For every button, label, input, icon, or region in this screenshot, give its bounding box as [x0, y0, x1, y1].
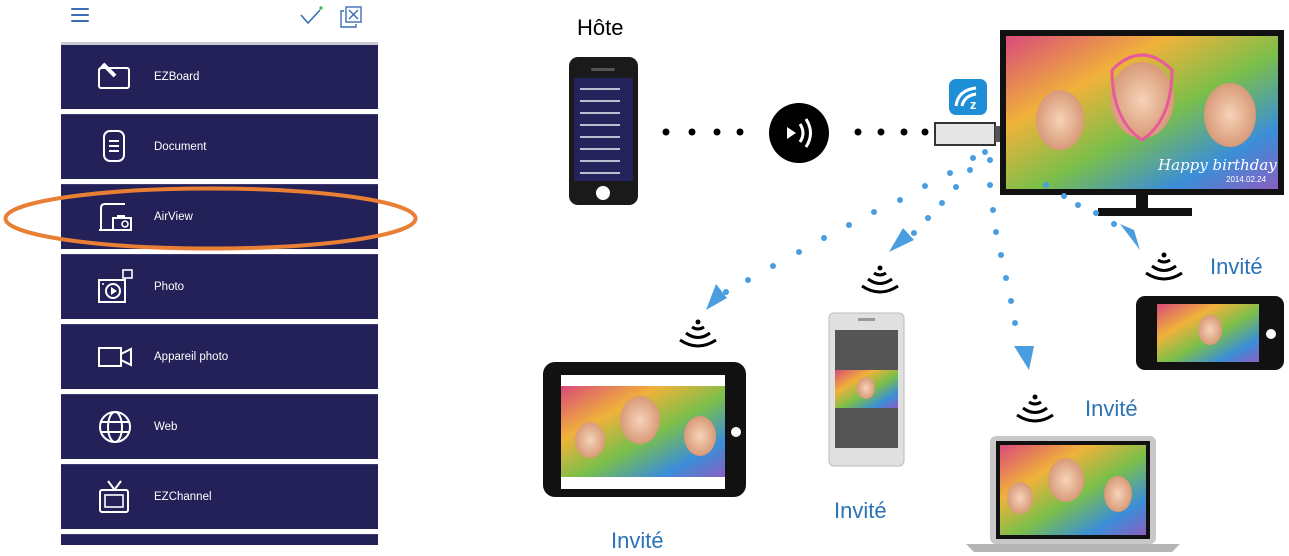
menu-item-label: EZChannel [154, 491, 212, 503]
ezboard-icon [98, 62, 130, 89]
menu-item-label: Web [154, 421, 178, 433]
ezcast-app-icon: z [949, 79, 987, 115]
menu-item-ezchannel[interactable]: EZChannel [61, 464, 378, 529]
menu-item-photo[interactable]: Photo [61, 254, 378, 319]
menu-item-document[interactable]: Document [61, 114, 378, 179]
guest-android-phone-image [828, 312, 905, 467]
host-connection-dots [662, 128, 929, 136]
photo-icon [98, 269, 133, 303]
guest-label-laptop: Invité [1085, 396, 1138, 421]
tv-icon [99, 480, 129, 513]
tv-display-image: Happy birthday 2014.02.24 [1000, 30, 1284, 216]
tv-date: 2014.02.24 [1226, 175, 1267, 184]
host-phone-image [569, 57, 638, 205]
tv-caption: Happy birthday [1157, 156, 1277, 174]
camera-icon [98, 347, 132, 367]
close-window-icon[interactable] [339, 5, 363, 29]
menu-item-label: Appareil photo [154, 351, 229, 363]
menu-item-label: Document [154, 141, 207, 153]
airview-icon [99, 203, 132, 231]
hamburger-menu-icon[interactable] [71, 8, 89, 22]
top-bar [61, 0, 378, 42]
menu-item-airview[interactable]: AirView [61, 184, 378, 249]
broadcast-lines [706, 149, 1140, 370]
menu-item-partial [61, 534, 378, 545]
menu-item-label: Photo [154, 281, 185, 293]
app-menu-panel: EZBoard Document AirView [61, 0, 378, 545]
guest-label-tablet: Invité [611, 528, 664, 553]
svg-text:z: z [970, 97, 977, 112]
guest-label-landscape-phone: Invité [1210, 254, 1263, 279]
menu-item-web[interactable]: Web [61, 394, 378, 459]
menu-item-ezboard[interactable]: EZBoard [61, 42, 378, 109]
wifi-signal-icons [679, 252, 1183, 423]
checkmark-icon[interactable] [297, 4, 325, 28]
highlight-ellipse [3, 186, 418, 251]
document-icon [103, 130, 125, 162]
menu-item-camera[interactable]: Appareil photo [61, 324, 378, 389]
wireless-signal-icon [769, 103, 829, 163]
guest-landscape-phone-image [1136, 296, 1284, 370]
menu-item-label: AirView [154, 211, 193, 223]
globe-icon [99, 411, 131, 443]
host-label: Hôte [577, 15, 624, 40]
menu-list: EZBoard Document AirView [61, 42, 378, 545]
menu-item-label: EZBoard [154, 71, 200, 83]
guest-tablet-image [543, 362, 746, 497]
hdmi-dongle-image [934, 122, 1007, 146]
guest-label-android-phone: Invité [834, 498, 887, 523]
guest-laptop-image [966, 436, 1180, 552]
